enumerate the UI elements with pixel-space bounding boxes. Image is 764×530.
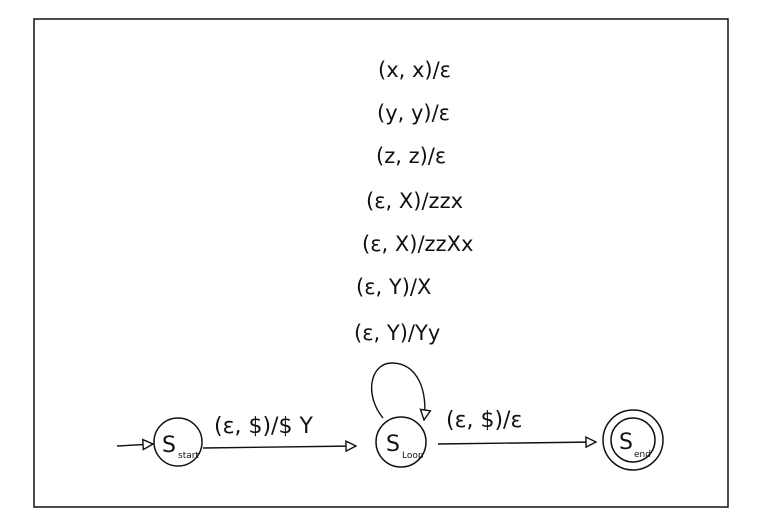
state-start-name: S (162, 433, 176, 458)
transition-loop-end (437, 442, 596, 444)
transition-start-loop-label: (ε, $)/$ Y (214, 414, 313, 439)
self-loop-label: (ε, X)/zzx (366, 189, 463, 213)
state-loop-subscript: Loop (402, 451, 424, 461)
state-loop: S Loop (375, 416, 427, 468)
self-loop-label: (ε, Y)/Yy (354, 321, 440, 345)
state-loop-name: S (386, 432, 400, 457)
state-end-subscript: end (634, 450, 651, 460)
transition-loop-end-label: (ε, $)/ε (446, 408, 522, 433)
transition-start-loop (202, 446, 356, 448)
self-loop-label: (ε, Y)/X (356, 275, 431, 299)
self-loop-label: (z, z)/ε (376, 144, 446, 168)
self-loop-arrow (370, 362, 425, 420)
self-loop-label: (ε, X)/zzXx (362, 232, 473, 256)
state-end: S end (602, 409, 664, 471)
self-loop-label: (y, y)/ε (377, 101, 450, 125)
state-end-name: S (619, 430, 633, 455)
state-start: S start (153, 417, 203, 467)
self-loop-label-stack: (x, x)/ε (y, y)/ε (z, z)/ε (ε, X)/zzx (ε… (354, 58, 473, 345)
self-loop-label: (x, x)/ε (378, 58, 451, 82)
state-start-subscript: start (178, 451, 199, 461)
initial-arrow (116, 444, 153, 446)
